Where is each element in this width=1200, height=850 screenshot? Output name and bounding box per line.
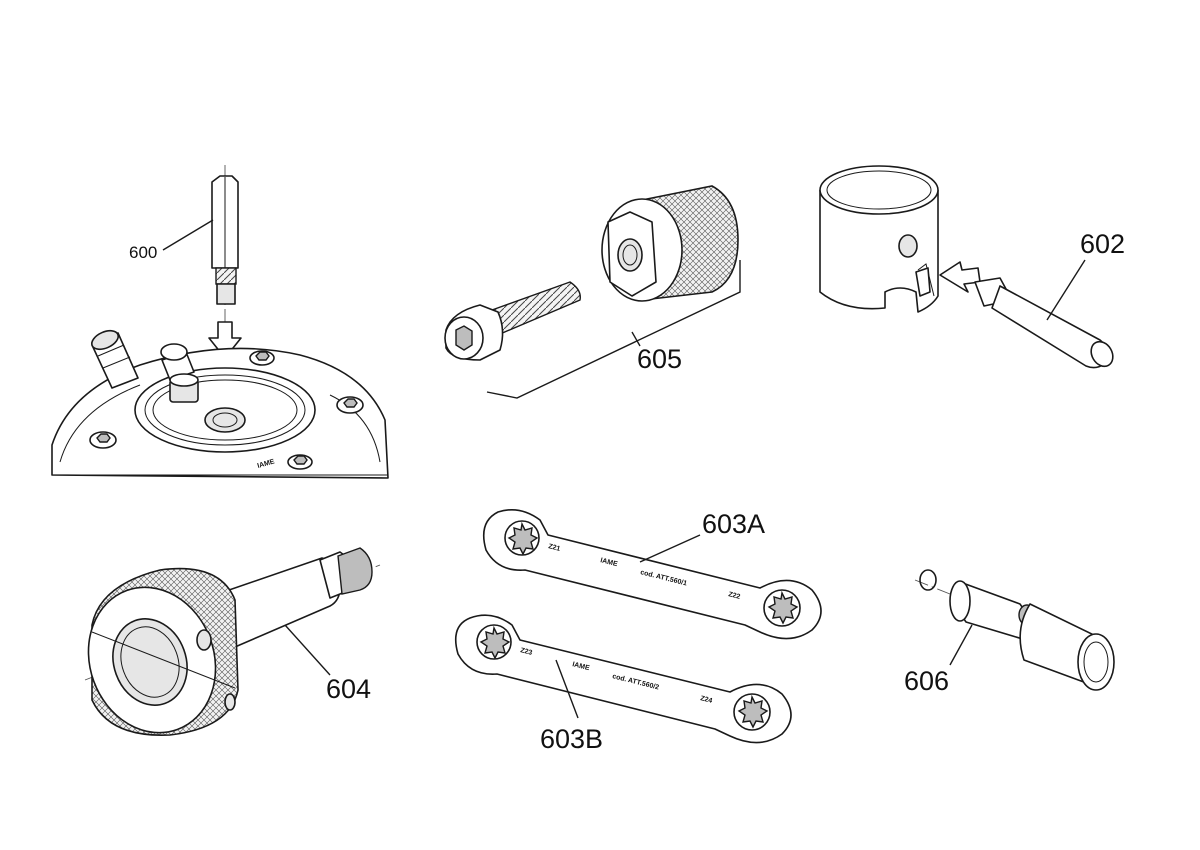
screw-icon: [336, 396, 364, 414]
label-604: 604: [326, 674, 371, 704]
tool-603B-spanner: Z23 IAME cod. ATT.560/2 Z24: [454, 614, 792, 744]
leader-606: [949, 624, 973, 666]
label-603A: 603A: [702, 509, 765, 539]
head-logo: IAME: [257, 458, 276, 470]
spanner-a-z22: Z22: [728, 591, 742, 601]
tool-606-group: 606: [904, 569, 1116, 696]
leader-603B: [555, 659, 579, 719]
spanner-b-z23: Z23: [520, 647, 534, 657]
spanner-a-z21: Z21: [548, 543, 562, 553]
spanner-b-z24: Z24: [700, 695, 714, 705]
tool-600-group: IAME 600: [51, 165, 389, 479]
spanner-b-brand: IAME: [572, 661, 591, 672]
tool-602-group: 602: [819, 165, 1125, 369]
piston: [819, 165, 939, 313]
label-603B: 603B: [540, 724, 603, 754]
tool-605-knurled-nut: [601, 185, 739, 302]
tool-605-bolt: [444, 281, 581, 361]
label-602: 602: [1080, 229, 1125, 259]
screw-icon: [249, 350, 275, 366]
label-600: 600: [129, 243, 157, 262]
tool-605-group: 605: [444, 185, 741, 399]
leader-600: [162, 219, 214, 251]
label-606: 606: [904, 666, 949, 696]
tool-600-hex-bar: [211, 175, 239, 305]
engine-head: IAME: [51, 329, 389, 479]
leader-602: [1046, 259, 1086, 321]
tool-604-group: 604: [84, 547, 381, 736]
screw-icon: [287, 454, 313, 470]
bracket-605: [486, 260, 741, 399]
screw-icon: [89, 431, 117, 449]
leader-603A: [639, 534, 701, 563]
leader-605: [631, 331, 641, 347]
arrow-left-icon: [939, 261, 981, 293]
tool-603A-spanner: Z21 IAME cod. ATT.560/1 Z22: [482, 509, 822, 640]
leader-604: [284, 624, 331, 676]
circlip-icon: [919, 569, 937, 591]
label-605: 605: [637, 344, 682, 374]
spanner-a-brand: IAME: [600, 557, 619, 568]
tool-602-pin-bar: [974, 277, 1114, 369]
